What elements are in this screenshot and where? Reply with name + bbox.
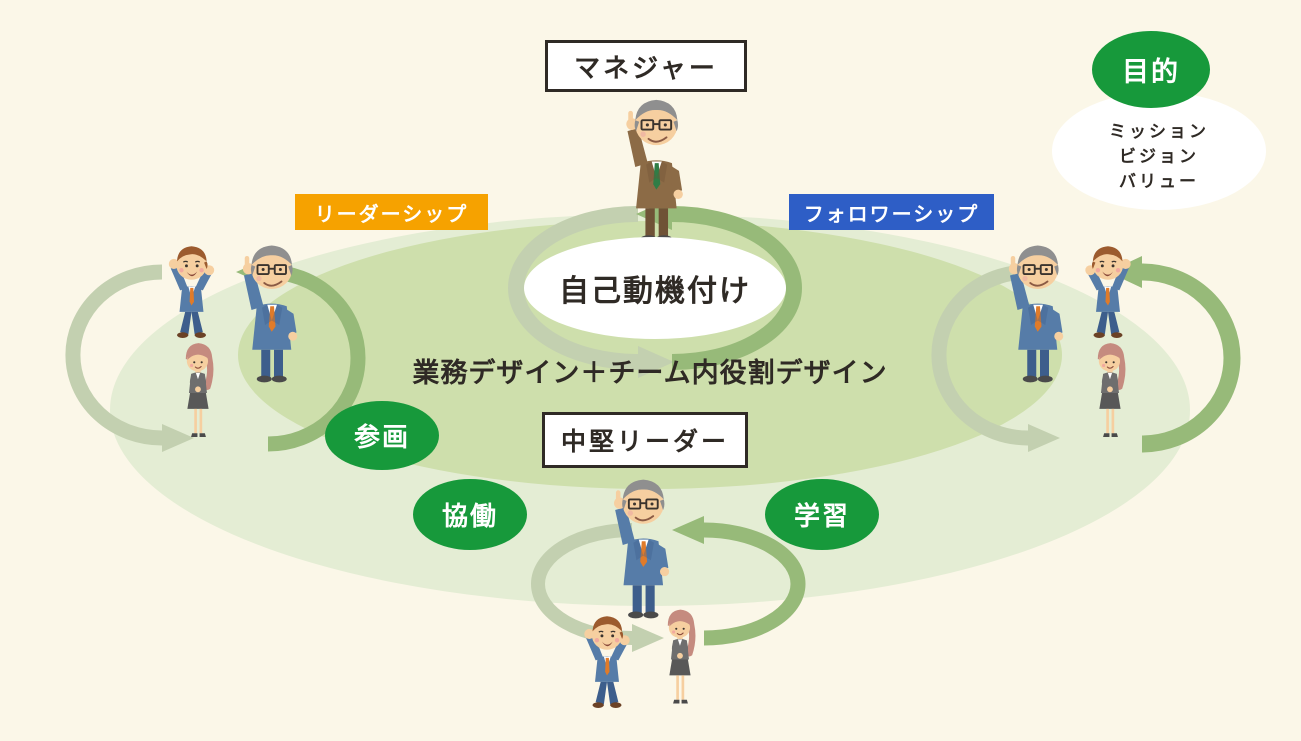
participation-badge-label: 参画 bbox=[353, 422, 410, 452]
learning-badge: 学習 bbox=[765, 479, 879, 550]
followership-label-text: フォロワーシップ bbox=[803, 203, 980, 226]
self-motivation-ellipse: 自己動機付け bbox=[524, 237, 786, 339]
leadership-label-text: リーダーシップ bbox=[314, 203, 469, 226]
bottom-young-man-figure bbox=[583, 615, 631, 709]
learning-badge-label: 学習 bbox=[793, 501, 850, 531]
mid-leader-title-box: 中堅リーダー bbox=[542, 412, 748, 468]
mid-leader-title-label: 中堅リーダー bbox=[560, 428, 729, 456]
purpose-line-vision: ビジョン bbox=[1119, 146, 1199, 166]
participation-badge: 参画 bbox=[325, 401, 439, 470]
purpose-line-value: バリュー bbox=[1119, 171, 1199, 191]
followership-label: フォロワーシップ bbox=[789, 194, 994, 230]
purpose-line-mission: ミッション bbox=[1109, 121, 1209, 141]
self-motivation-text: 自己動機付け bbox=[559, 275, 751, 308]
work-design-text: 業務デザイン＋チーム内役割デザイン bbox=[280, 350, 1020, 390]
leadership-label: リーダーシップ bbox=[295, 194, 488, 230]
work-design-text-label: 業務デザイン＋チーム内役割デザイン bbox=[412, 357, 888, 388]
purpose-detail-ellipse: ミッション ビジョン バリュー bbox=[1052, 92, 1266, 210]
manager-title-box: マネジャー bbox=[545, 40, 747, 92]
manager-title-label: マネジャー bbox=[574, 52, 718, 83]
collaboration-badge-label: 協働 bbox=[441, 501, 498, 531]
purpose-badge: 目的 bbox=[1092, 31, 1210, 108]
purpose-badge-label: 目的 bbox=[1122, 57, 1180, 87]
collaboration-badge: 協働 bbox=[413, 479, 527, 550]
right-cycle-arrows bbox=[931, 256, 1241, 453]
bottom-woman-figure bbox=[667, 609, 697, 705]
